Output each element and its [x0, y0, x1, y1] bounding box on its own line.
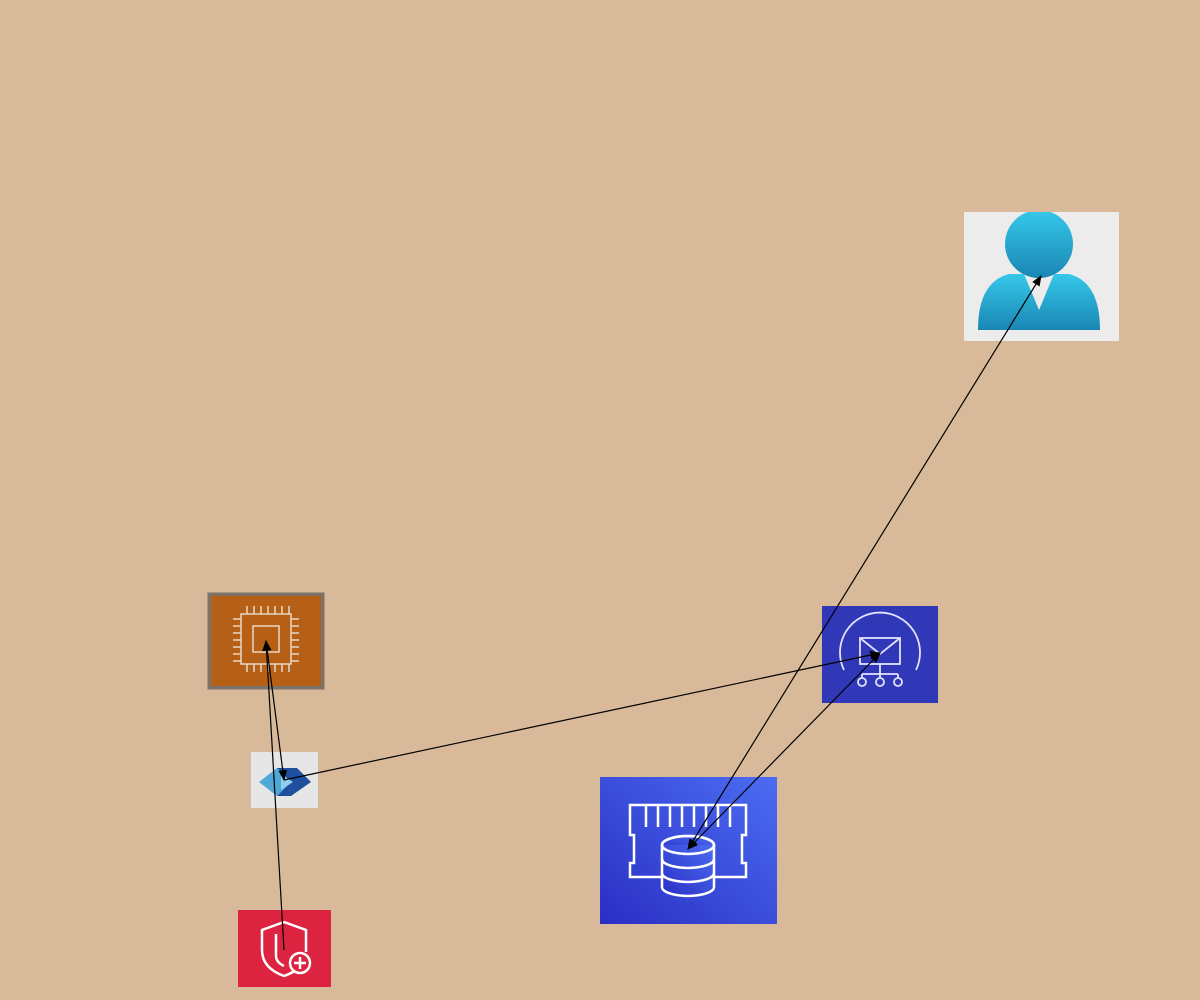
messaging-service-icon: [822, 606, 938, 703]
processor-chip-icon: [207, 592, 325, 690]
shield-plus-icon: [238, 910, 331, 987]
memory-database-icon: [600, 777, 777, 924]
security-node[interactable]: [238, 910, 331, 987]
diamond-connector-icon: [251, 752, 318, 808]
messaging-node[interactable]: [822, 606, 938, 703]
edge-memory-database-to-user: [687, 275, 1042, 850]
edge-connector-to-messaging: [283, 650, 882, 781]
processor-node[interactable]: [207, 592, 325, 690]
connector-node[interactable]: [251, 752, 318, 808]
memory-database-node[interactable]: [600, 777, 777, 924]
user-icon: [964, 212, 1119, 341]
user-node[interactable]: [964, 212, 1119, 341]
